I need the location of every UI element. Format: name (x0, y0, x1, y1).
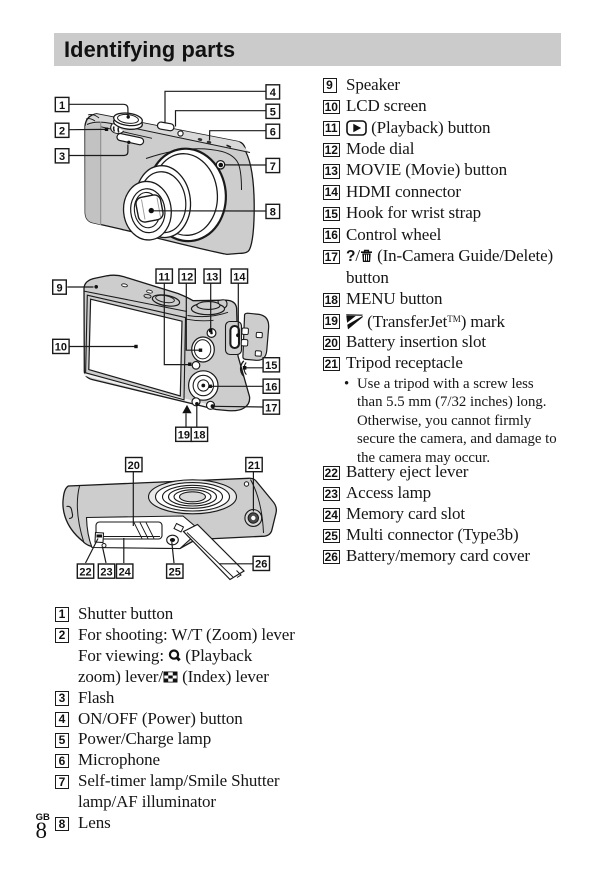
svg-text:19: 19 (178, 430, 190, 442)
svg-text:10: 10 (55, 342, 67, 354)
svg-text:21: 21 (248, 460, 260, 472)
svg-text:7: 7 (270, 161, 276, 173)
svg-text:4: 4 (270, 87, 277, 99)
svg-text:17: 17 (265, 402, 277, 414)
svg-text:5: 5 (270, 107, 276, 119)
svg-text:25: 25 (169, 566, 181, 578)
svg-text:12: 12 (181, 271, 193, 283)
svg-text:24: 24 (119, 566, 132, 578)
svg-text:22: 22 (79, 566, 91, 578)
svg-text:1: 1 (59, 100, 65, 112)
svg-text:8: 8 (270, 207, 276, 219)
svg-text:18: 18 (193, 430, 205, 442)
svg-text:26: 26 (255, 559, 267, 571)
svg-text:20: 20 (128, 460, 140, 472)
svg-text:16: 16 (265, 382, 277, 394)
svg-text:2: 2 (59, 126, 65, 138)
svg-text:3: 3 (59, 151, 65, 163)
svg-text:15: 15 (265, 360, 277, 372)
svg-text:23: 23 (100, 566, 112, 578)
svg-text:11: 11 (158, 271, 170, 283)
svg-text:9: 9 (56, 282, 62, 294)
svg-text:13: 13 (206, 271, 218, 283)
svg-text:6: 6 (270, 127, 276, 139)
svg-text:14: 14 (233, 271, 246, 283)
